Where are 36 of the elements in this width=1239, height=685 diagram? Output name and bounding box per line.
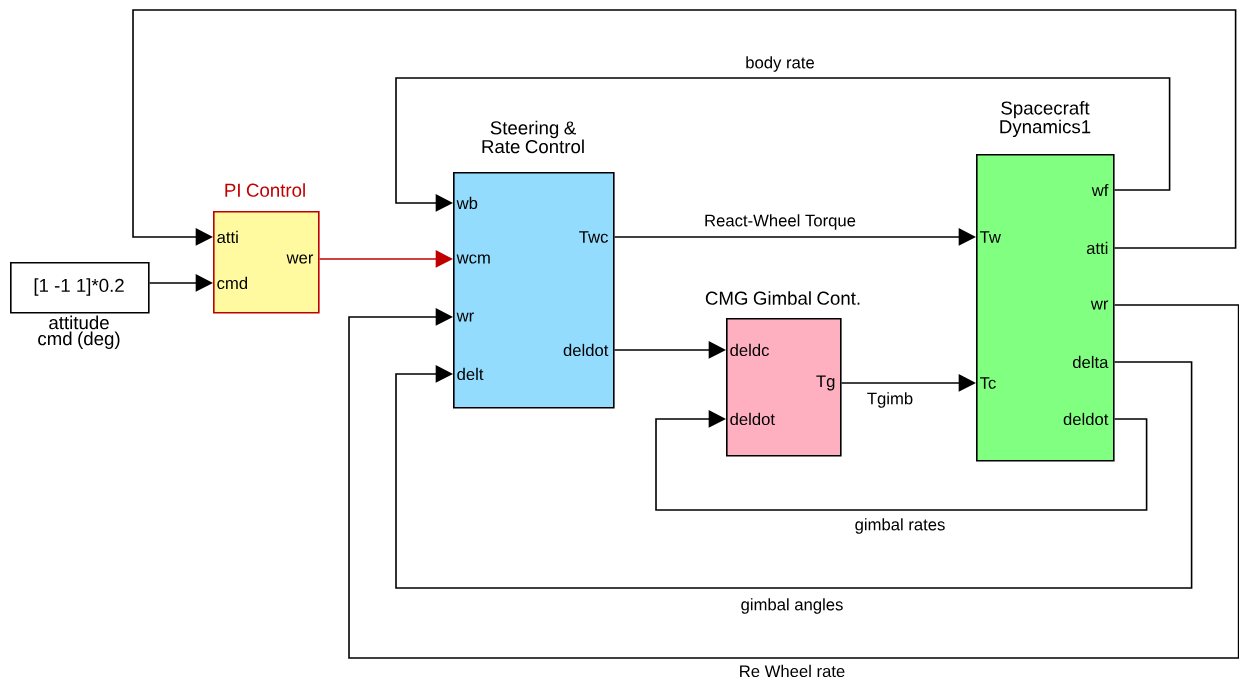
port-label: wf: [1091, 183, 1109, 197]
edge-label: body rate: [743, 54, 817, 74]
port-label: atti: [1086, 241, 1108, 255]
port-label: delta: [1072, 355, 1109, 369]
constant-block: [1 -1 1]*0.2: [10, 262, 150, 314]
block-title: Steering & Rate Control: [482, 120, 584, 154]
block-title: CMG Gimbal Cont.: [705, 291, 860, 305]
edge-label: gimbal rates: [853, 516, 947, 536]
port-label: wer: [286, 254, 314, 264]
port-label: wcm: [456, 254, 490, 264]
port-label: Tg: [816, 375, 835, 391]
port-label: deldot: [1063, 412, 1109, 426]
signal-arrow: [395, 361, 1193, 589]
signal-arrow: [318, 250, 453, 268]
port-label: Twc: [579, 231, 608, 243]
edge-label: Tgimb: [865, 390, 915, 410]
port-label: deldc: [730, 343, 769, 357]
port-label: cmd: [217, 276, 247, 290]
signal-arrow: [395, 77, 1171, 212]
block-title: PI Control: [225, 183, 305, 197]
port-label: deldot: [563, 343, 609, 357]
block-title: Spacecraft Dynamics1: [1000, 100, 1091, 138]
port-label: Tc: [980, 377, 996, 389]
port-label: atti: [217, 230, 238, 244]
port-label: Tw: [980, 231, 1001, 243]
signal-arrow: [655, 410, 1148, 511]
edge-label: Re Wheel rate: [737, 663, 847, 679]
port-label: wb: [456, 196, 478, 210]
edge-label: React-Wheel Torque: [702, 212, 858, 232]
port-label: wr: [456, 312, 474, 322]
block-caption: attitude cmd (deg): [38, 315, 120, 349]
edge-label: gimbal angles: [739, 596, 845, 616]
port-label: deldot: [730, 412, 775, 426]
port-label: delt: [457, 367, 484, 381]
port-label: wr: [1090, 300, 1109, 310]
signal-arrow: [132, 9, 1237, 249]
